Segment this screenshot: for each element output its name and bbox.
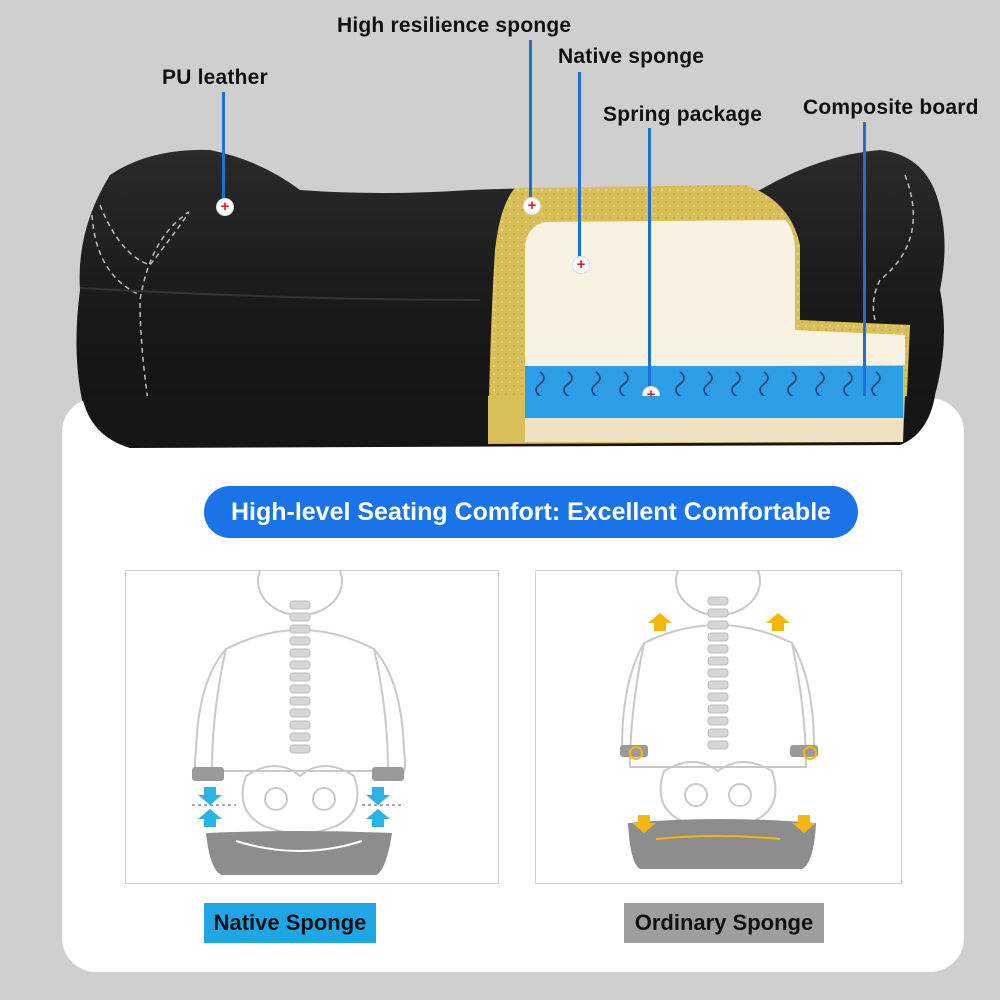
cushion-stitching-right (872, 174, 915, 321)
native-sponge-diagram (125, 546, 499, 884)
ordinary-posture-figure (620, 546, 818, 869)
callout-spring-package: Spring package (603, 103, 763, 126)
callout-pu-leather: PU leather (162, 66, 268, 89)
composite-board-line (863, 122, 866, 430)
hr-sponge-line (529, 40, 532, 204)
cushion-stitching-top (91, 214, 141, 296)
callout-native-sponge: Native sponge (558, 45, 705, 68)
native-seat-cushion (206, 831, 392, 875)
native-posture-figure (192, 546, 406, 875)
native-foam-layer (525, 220, 905, 368)
pu-leather-line (222, 92, 225, 204)
comfort-banner: High-level Seating Comfort: Excellent Co… (204, 486, 858, 538)
callout-composite-board: Composite board (803, 96, 979, 119)
native-sponge-label: Native Sponge (204, 903, 376, 943)
plus-marker-icon: + (523, 197, 541, 215)
plus-marker-icon: + (572, 256, 590, 274)
ordinary-seat-cushion (628, 819, 816, 869)
ordinary-sponge-diagram (535, 546, 902, 884)
arrow-up-icon (198, 809, 390, 827)
ordinary-sponge-label: Ordinary Sponge (624, 903, 824, 943)
cushion-illustration (76, 149, 945, 448)
spring-package-line (648, 128, 651, 392)
arrow-down-icon (632, 815, 816, 833)
callout-high-resilience-sponge: High resilience sponge (337, 14, 572, 37)
plus-marker-icon: + (216, 198, 234, 216)
cushion-stitching-left (99, 204, 190, 446)
cushion-seam (79, 287, 481, 301)
arrow-up-icon (648, 613, 790, 631)
native-sponge-line (578, 72, 581, 262)
cushion-bottom-edge (82, 396, 935, 448)
arrow-down-icon (198, 787, 390, 805)
